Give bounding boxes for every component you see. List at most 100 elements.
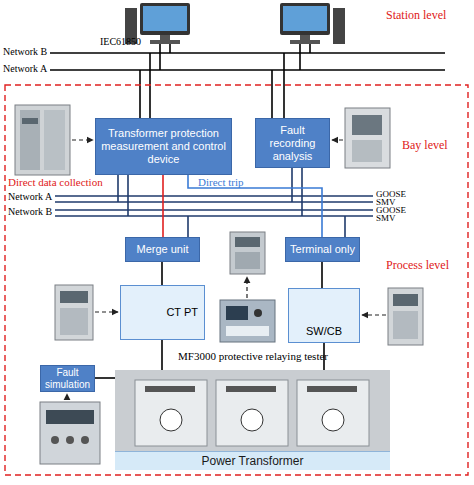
station-network <box>299 44 301 70</box>
cabinet-photo <box>235 237 260 247</box>
transformer-photo <box>226 386 276 392</box>
process-bus <box>55 201 373 203</box>
pointer-arrow <box>332 139 343 140</box>
cabinet-photo <box>352 140 382 162</box>
computer-icon <box>140 3 190 35</box>
transformer-photo <box>115 370 390 454</box>
computer-icon <box>290 40 320 44</box>
cabinet-photo <box>20 110 40 170</box>
node-text: CT PT <box>166 306 198 319</box>
process-bus <box>291 168 293 202</box>
tester-photo <box>226 326 269 336</box>
device-box: Transformer protection measurement and c… <box>95 118 232 175</box>
connector-line <box>161 340 163 370</box>
station-network <box>50 52 445 54</box>
device-box: Merge unit <box>125 237 200 262</box>
cabinet-photo <box>352 115 382 135</box>
diagram-label: Network B <box>8 206 52 217</box>
cabinet-photo <box>388 288 423 345</box>
tester-photo <box>254 309 262 317</box>
pointer-arrow <box>66 394 67 400</box>
connector-line <box>162 175 164 237</box>
station-network <box>283 53 285 118</box>
connector-line <box>188 175 322 237</box>
transformer-photo <box>322 409 344 431</box>
tester-photo <box>220 300 275 342</box>
process-bus <box>127 175 129 216</box>
node-text: SW/CB <box>306 325 342 338</box>
computer-icon <box>283 6 327 31</box>
transformer-photo <box>115 370 390 454</box>
pointer-arrow <box>72 139 93 140</box>
transformer-photo <box>145 386 195 392</box>
transformer-photo <box>241 409 263 431</box>
diagram-label: Network A <box>8 191 52 202</box>
station-network <box>309 44 311 53</box>
computer-icon <box>280 3 330 35</box>
station-network <box>139 70 141 118</box>
cabinet-photo <box>230 232 265 274</box>
computer-icon <box>280 3 345 44</box>
connector-line <box>321 262 323 288</box>
node-text: Transformer protection measurement and c… <box>98 127 229 166</box>
instrument-box: CT PT <box>120 285 205 340</box>
diagram-label: Bay level <box>402 138 448 153</box>
transformer-photo <box>297 380 369 446</box>
diagram-label: Direct data collection <box>8 176 103 188</box>
process-bus <box>344 216 346 237</box>
pointer-arrow <box>246 277 247 298</box>
fault-simulator-photo <box>40 402 100 464</box>
node-text: Fault simulation <box>42 367 93 391</box>
process-bus <box>55 195 373 197</box>
transformer-photo <box>307 386 357 392</box>
cabinet-photo <box>393 294 418 306</box>
pointer-arrow <box>95 311 118 312</box>
process-bus <box>187 216 189 237</box>
cabinet-photo <box>230 232 265 274</box>
fault-simulator-photo <box>51 436 59 444</box>
station-network <box>50 44 445 118</box>
station-network <box>159 44 161 70</box>
cabinet-photo <box>15 105 70 175</box>
transformer-box: Power Transformer <box>115 370 390 470</box>
diagram-label: IEC61850 <box>100 36 141 47</box>
device-box: Terminal only <box>285 237 360 262</box>
connector-line <box>95 377 115 379</box>
device-box: Fault recording analysis <box>255 118 330 168</box>
computer-icon <box>150 40 180 44</box>
connector-line <box>161 262 163 285</box>
diagram-label: MF3000 protective relaying tester <box>178 350 328 362</box>
process-bus <box>55 209 373 211</box>
cabinet-photo <box>393 311 418 339</box>
process-bus <box>55 215 373 217</box>
node-text: Merge unit <box>137 243 189 256</box>
transformer-photo <box>135 380 207 446</box>
cabinet-photo <box>60 291 88 303</box>
diagram-label: Network B <box>3 46 47 57</box>
pointer-arrow <box>362 314 386 315</box>
station-network <box>169 44 171 53</box>
connector-layer <box>95 175 324 378</box>
node-text: Fault recording analysis <box>258 124 327 163</box>
cabinet-photo <box>55 285 93 340</box>
transformer-photo <box>160 409 182 431</box>
transformer-photo <box>216 380 288 446</box>
node-text: Terminal only <box>290 243 355 256</box>
pointer-arrow <box>67 140 386 400</box>
device-box: Fault simulation <box>40 365 95 392</box>
cabinet-photo <box>55 285 93 340</box>
cabinet-photo <box>345 108 390 168</box>
station-network <box>50 69 445 71</box>
computer-icon <box>143 6 187 31</box>
process-bus <box>301 168 303 216</box>
tester-photo <box>220 300 275 342</box>
switch-box: SW/CB <box>288 288 360 343</box>
diagram-label: Station level <box>386 8 446 23</box>
fault-simulator-photo <box>40 402 100 464</box>
cabinet-photo <box>44 110 65 170</box>
tester-photo <box>226 306 248 320</box>
cabinet-photo <box>22 118 38 124</box>
cabinet-photo <box>235 252 260 269</box>
